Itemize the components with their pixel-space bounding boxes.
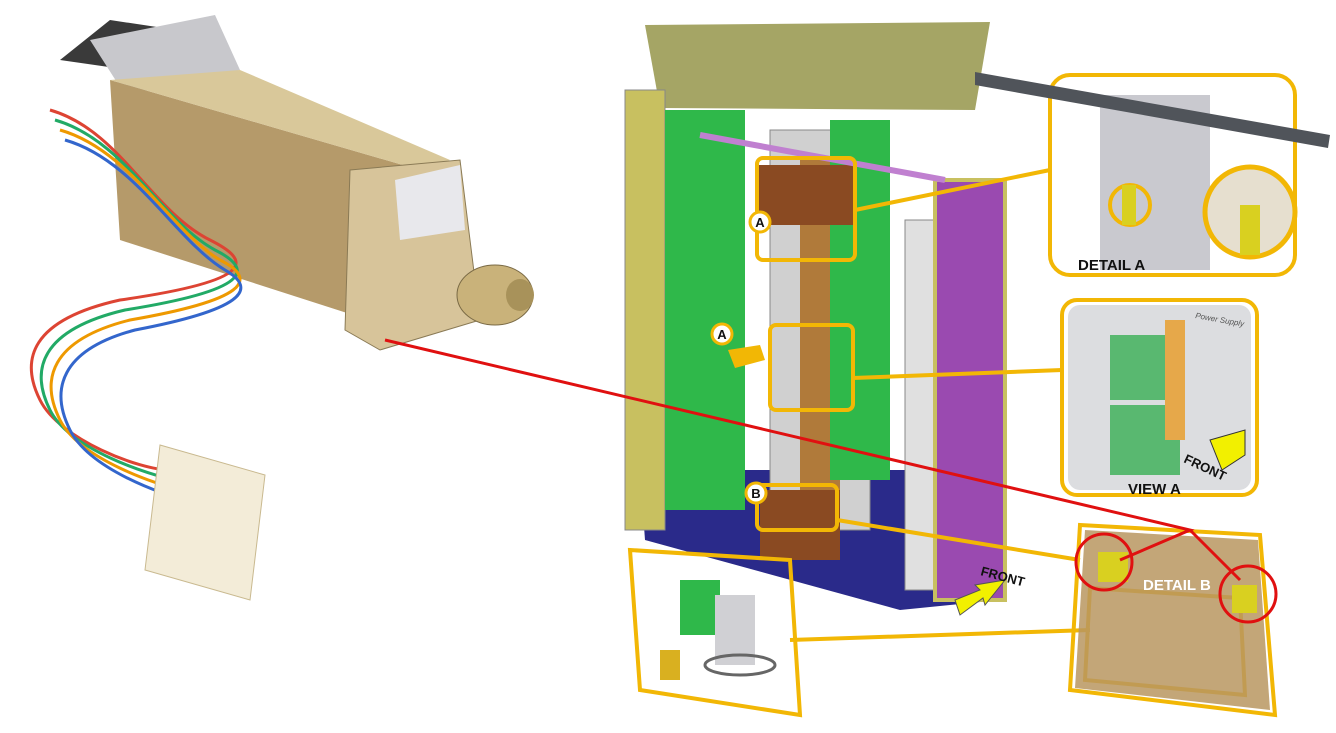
callout-b: B: [744, 481, 768, 505]
detail-b-label: DETAIL B: [1143, 577, 1211, 594]
callout-a-top: A: [748, 210, 772, 234]
svg-text:A: A: [755, 215, 765, 230]
view-a-label: VIEW A: [1128, 481, 1181, 498]
detail-a-panel: DETAIL A: [975, 72, 1330, 274]
callout-a-side: A: [710, 322, 765, 368]
stepper-motor: [29, 15, 534, 601]
detail-b-panel: DETAIL B: [1075, 530, 1270, 710]
front-arrow-icon: [954, 579, 1007, 616]
detail-a-label: DETAIL A: [1078, 257, 1145, 274]
motor-connector-line: [384, 338, 1278, 624]
svg-text:A: A: [717, 327, 727, 342]
top-cover-plate: [645, 22, 990, 110]
view-a-panel: Power Supply FRONT VIEW A: [1068, 305, 1251, 498]
belt-drive-detail: [660, 580, 777, 680]
svg-text:B: B: [751, 486, 760, 501]
